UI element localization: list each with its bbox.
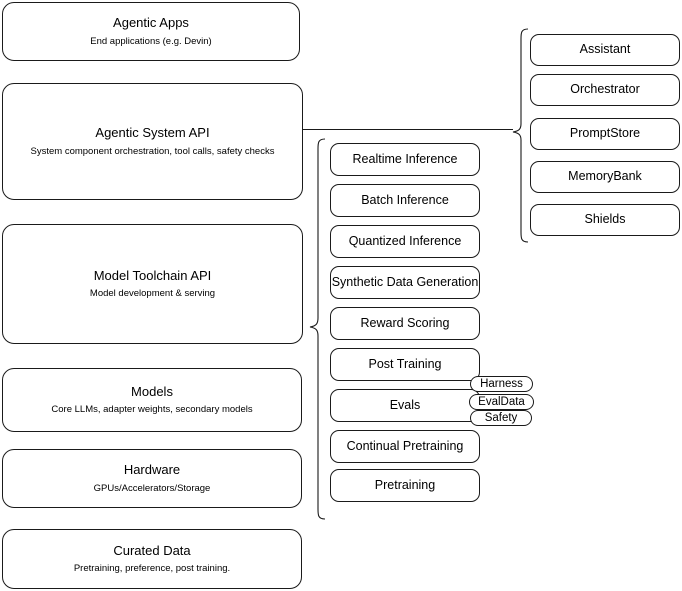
- node-label: MemoryBank: [568, 169, 642, 184]
- layer-box-model-toolchain-api[interactable]: Model Toolchain API Model development & …: [2, 224, 303, 344]
- layer-title: Curated Data: [113, 542, 191, 558]
- toolchain-node-continual-pretraining[interactable]: Continual Pretraining: [330, 430, 480, 463]
- agentic-node-memorybank[interactable]: MemoryBank: [530, 161, 680, 193]
- evals-pill-safety[interactable]: Safety: [470, 410, 532, 426]
- layer-title: Model Toolchain API: [93, 267, 212, 283]
- pill-label: Harness: [480, 378, 523, 390]
- toolchain-node-post-training[interactable]: Post Training: [330, 348, 480, 381]
- toolchain-node-reward-scoring[interactable]: Reward Scoring: [330, 307, 480, 340]
- node-label: Orchestrator: [570, 82, 640, 97]
- node-label: Evals: [389, 397, 421, 412]
- toolchain-node-synthetic-data-generation[interactable]: Synthetic Data Generation: [330, 266, 480, 299]
- node-label: Assistant: [579, 42, 631, 57]
- layer-subtitle: Pretraining, preference, post training.: [73, 563, 231, 575]
- evals-pill-evaldata[interactable]: EvalData: [469, 394, 534, 410]
- toolchain-node-evals[interactable]: Evals: [330, 389, 480, 422]
- layer-box-agentic-system-api[interactable]: Agentic System API System component orch…: [2, 83, 303, 200]
- layer-subtitle: System component orchestration, tool cal…: [30, 145, 275, 157]
- node-label: Reward Scoring: [360, 315, 450, 330]
- node-label: Realtime Inference: [352, 151, 458, 166]
- layer-box-models[interactable]: Models Core LLMs, adapter weights, secon…: [2, 368, 302, 432]
- layer-title: Hardware: [123, 462, 181, 478]
- node-label: Continual Pretraining: [346, 438, 464, 453]
- evals-pill-harness[interactable]: Harness: [470, 376, 533, 392]
- layer-title: Models: [131, 383, 173, 399]
- node-label: Shields: [584, 212, 626, 227]
- layer-box-hardware[interactable]: Hardware GPUs/Accelerators/Storage: [2, 449, 302, 508]
- toolchain-node-quantized-inference[interactable]: Quantized Inference: [330, 225, 480, 258]
- node-label: Synthetic Data Generation: [331, 274, 479, 289]
- agentic-node-promptstore[interactable]: PromptStore: [530, 118, 680, 150]
- toolchain-node-realtime-inference[interactable]: Realtime Inference: [330, 143, 480, 176]
- agentic-node-orchestrator[interactable]: Orchestrator: [530, 74, 680, 106]
- layer-subtitle: GPUs/Accelerators/Storage: [93, 482, 211, 494]
- agentic-node-assistant[interactable]: Assistant: [530, 34, 680, 66]
- pill-label: EvalData: [478, 396, 525, 408]
- node-label: Pretraining: [374, 477, 436, 492]
- agentic-node-shields[interactable]: Shields: [530, 204, 680, 236]
- layer-box-curated-data[interactable]: Curated Data Pretraining, preference, po…: [2, 529, 302, 589]
- pill-label: Safety: [484, 412, 518, 424]
- connector-line-agentic-system-api: [303, 129, 513, 130]
- layer-box-agentic-apps[interactable]: Agentic Apps End applications (e.g. Devi…: [2, 2, 300, 61]
- layer-title: Agentic Apps: [113, 15, 189, 31]
- toolchain-node-batch-inference[interactable]: Batch Inference: [330, 184, 480, 217]
- layer-title: Agentic System API: [95, 125, 210, 141]
- brace-toolchain: [309, 138, 326, 520]
- node-label: Batch Inference: [361, 192, 449, 207]
- node-label: Quantized Inference: [348, 233, 462, 248]
- node-label: Post Training: [368, 356, 442, 371]
- layer-subtitle: Model development & serving: [89, 288, 216, 300]
- toolchain-node-pretraining[interactable]: Pretraining: [330, 469, 480, 502]
- brace-agentic-components: [512, 28, 529, 243]
- node-label: PromptStore: [569, 126, 641, 141]
- layer-subtitle: End applications (e.g. Devin): [90, 35, 212, 47]
- layer-subtitle: Core LLMs, adapter weights, secondary mo…: [51, 404, 253, 416]
